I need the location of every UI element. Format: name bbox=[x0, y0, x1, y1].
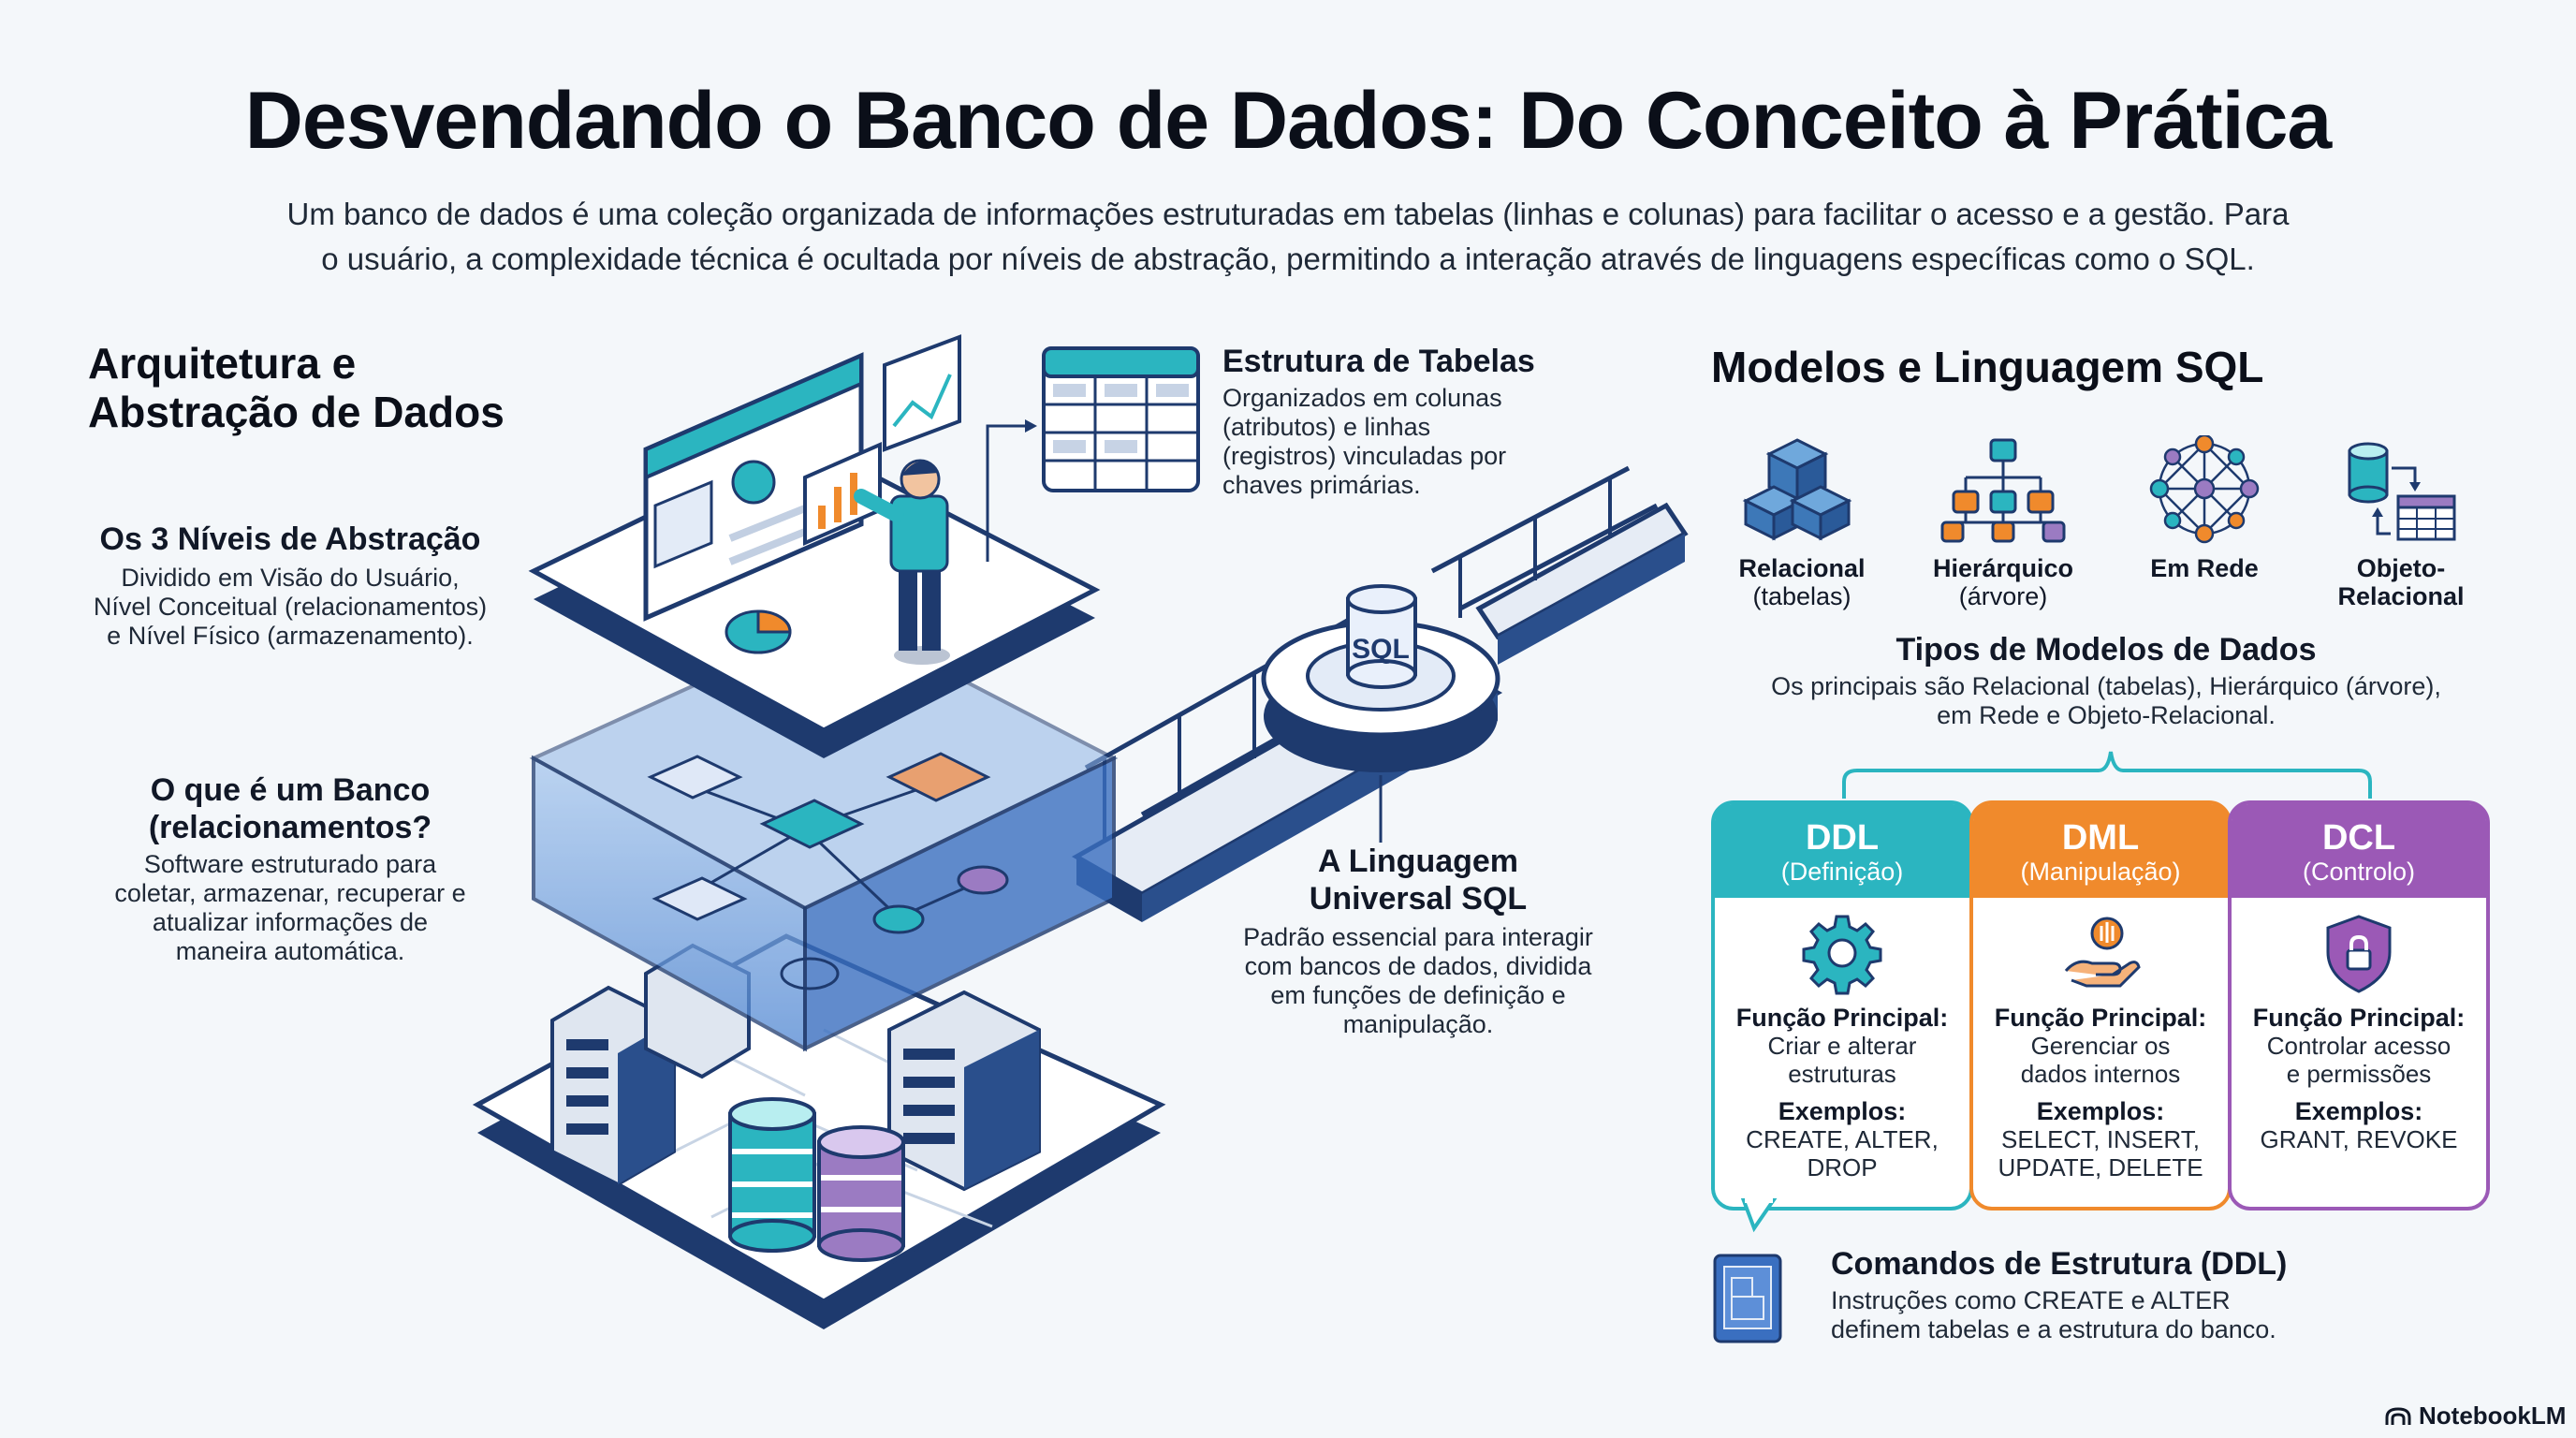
physical-level-platform bbox=[472, 933, 1166, 1329]
what-is-db-text: Software estruturado para coletar, armaz… bbox=[114, 850, 466, 965]
gear-icon bbox=[1802, 915, 1882, 995]
ddl-commands-text: Instruções como CREATE e ALTER definem t… bbox=[1831, 1286, 2276, 1343]
sql-hub bbox=[1261, 584, 1500, 843]
page-title: Desvendando o Banco de Dados: Do Conceit… bbox=[244, 76, 2332, 166]
conceptual-level-glass bbox=[529, 615, 1119, 1052]
cubes-icon bbox=[1742, 438, 1852, 541]
model-label-em-rede: Em Rede bbox=[2150, 554, 2259, 582]
blueprint-icon bbox=[1713, 1254, 1782, 1343]
dml-card: DML (Manipulação) Função Principal: Gere… bbox=[1969, 800, 2232, 1211]
database-cylinder-purple bbox=[817, 1125, 905, 1262]
tree-icon bbox=[1940, 438, 2066, 543]
database-cylinder-teal bbox=[728, 1097, 816, 1253]
ddl-card-tail bbox=[1741, 1198, 1778, 1233]
models-heading: Modelos e Linguagem SQL bbox=[1711, 343, 2264, 391]
hand-data-icon bbox=[2064, 917, 2141, 988]
architecture-heading: Arquitetura e Abstração de Dados bbox=[88, 339, 505, 436]
tables-title: Estrutura de Tabelas bbox=[1222, 344, 1535, 379]
model-label-objeto-relacional: Objeto- Relacional bbox=[2337, 554, 2465, 610]
models-text: Os principais são Relacional (tabelas), … bbox=[1771, 672, 2441, 729]
notebooklm-logo-icon bbox=[2385, 1406, 2411, 1425]
dcl-card: DCL (Controlo) Função Principal: Control… bbox=[2228, 800, 2490, 1211]
server-rack-right bbox=[887, 990, 1041, 1192]
user-person bbox=[854, 459, 950, 665]
table-structure-icon bbox=[1042, 346, 1200, 492]
intro-text: Um banco de dados é uma coleção organiza… bbox=[286, 197, 2290, 276]
model-label-relacional: Relacional (tabelas) bbox=[1738, 554, 1866, 610]
shield-lock-icon bbox=[2326, 915, 2392, 993]
models-title: Tipos de Modelos de Dados bbox=[1895, 632, 2317, 668]
notebooklm-brand: NotebookLM bbox=[2385, 1401, 2566, 1431]
cards-bracket bbox=[1842, 751, 2372, 799]
what-is-db-title: O que é um Banco (relacionamentos? bbox=[148, 772, 432, 845]
user-view-platform bbox=[528, 334, 1101, 758]
model-label-hierarquico: Hierárquico (árvore) bbox=[1932, 554, 2074, 610]
object-relational-icon bbox=[2348, 442, 2456, 541]
pie-chart-icon bbox=[724, 609, 792, 654]
tables-text: Organizados em colunas (atributos) e lin… bbox=[1222, 384, 1507, 499]
sql-title: A Linguagem Universal SQL bbox=[1309, 844, 1528, 917]
levels-title: Os 3 Níveis de Abstração bbox=[99, 521, 481, 557]
levels-text: Dividido em Visão do Usuário, Nível Conc… bbox=[93, 564, 488, 650]
sql-badge: SQL bbox=[1352, 634, 1410, 665]
ddl-card: DDL (Definição) Função Principal: Criar … bbox=[1711, 800, 1973, 1211]
sql-text: Padrão essencial para interagir com banc… bbox=[1243, 923, 1593, 1038]
ddl-commands-title: Comandos de Estrutura (DDL) bbox=[1831, 1246, 2288, 1282]
network-icon bbox=[2149, 435, 2260, 544]
model-icons bbox=[1742, 435, 2456, 544]
